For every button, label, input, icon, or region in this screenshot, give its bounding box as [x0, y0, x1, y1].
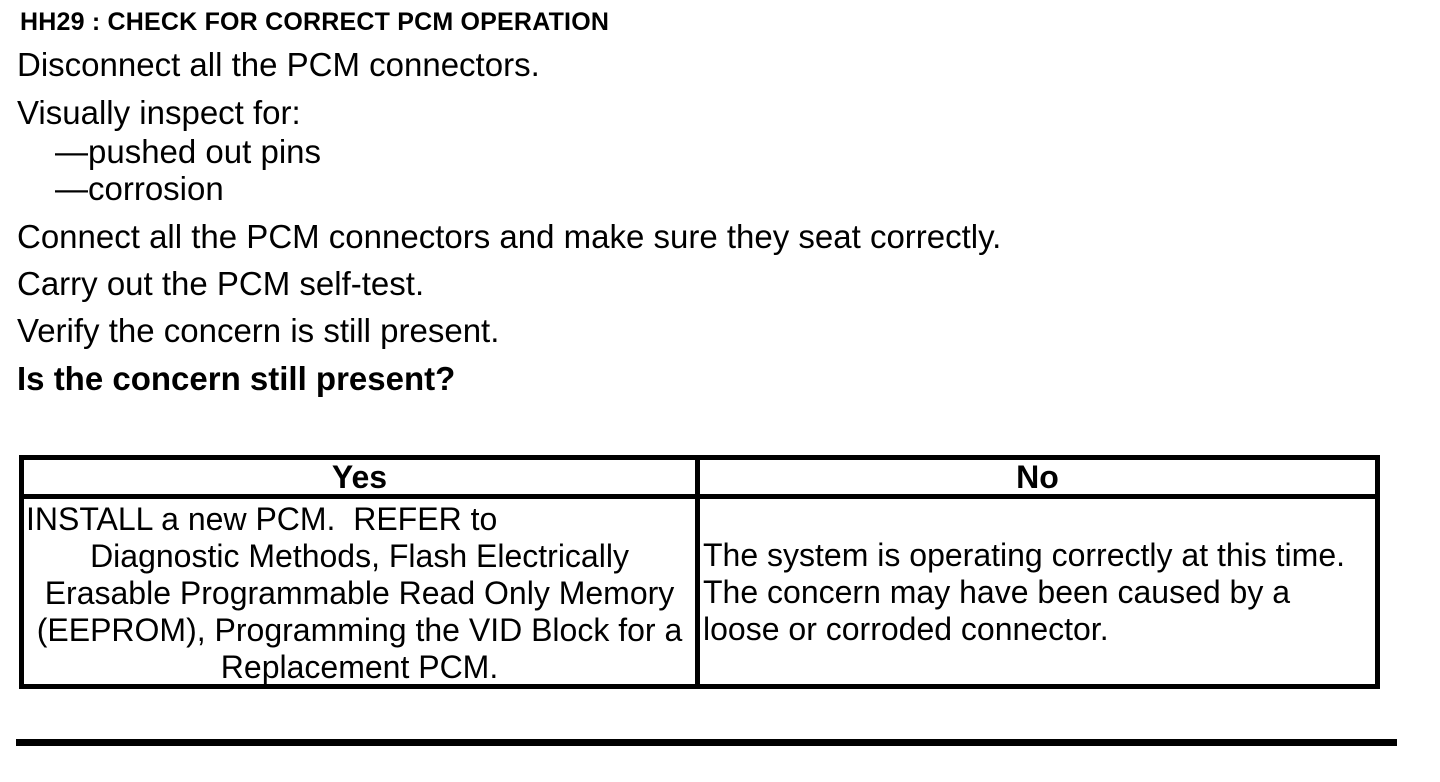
no-cell-line: The system is operating correctly at thi…	[703, 537, 1345, 573]
decision-table-header-no: No	[700, 460, 1375, 499]
no-cell-line: loose or corroded connector.	[703, 611, 1109, 647]
decision-table-cell-yes: INSTALL a new PCM. REFER to Diagnostic M…	[24, 499, 700, 684]
step-connect-connectors: Connect all the PCM connectors and make …	[17, 218, 1002, 255]
step-self-test: Carry out the PCM self-test.	[17, 265, 425, 302]
footer-rule	[16, 739, 1397, 746]
procedure-title: HH29 : CHECK FOR CORRECT PCM OPERATION	[20, 8, 610, 36]
decision-table: Yes No INSTALL a new PCM. REFER to Diagn…	[19, 455, 1380, 689]
no-cell-line: The concern may have been caused by a	[703, 574, 1291, 610]
inspection-item-corrosion: —corrosion	[55, 170, 224, 207]
yes-cell-line: Diagnostic Methods, Flash Electrically	[90, 538, 629, 574]
step-verify-concern: Verify the concern is still present.	[17, 312, 500, 349]
yes-cell-line: Replacement PCM.	[220, 649, 499, 684]
yes-cell-line: (EEPROM), Programming the VID Block for …	[36, 612, 683, 648]
inspection-item-pushed-pins: —pushed out pins	[55, 133, 322, 170]
step-visually-inspect: Visually inspect for:	[17, 94, 301, 131]
decision-table-cell-no: The system is operating correctly at thi…	[700, 499, 1375, 684]
step-disconnect-connectors: Disconnect all the PCM connectors.	[17, 46, 540, 83]
decision-table-header-yes: Yes	[24, 460, 700, 499]
yes-cell-line: INSTALL a new PCM. REFER to	[26, 501, 498, 537]
decision-question: Is the concern still present?	[17, 360, 456, 397]
yes-cell-line: Erasable Programmable Read Only Memory	[44, 575, 675, 611]
